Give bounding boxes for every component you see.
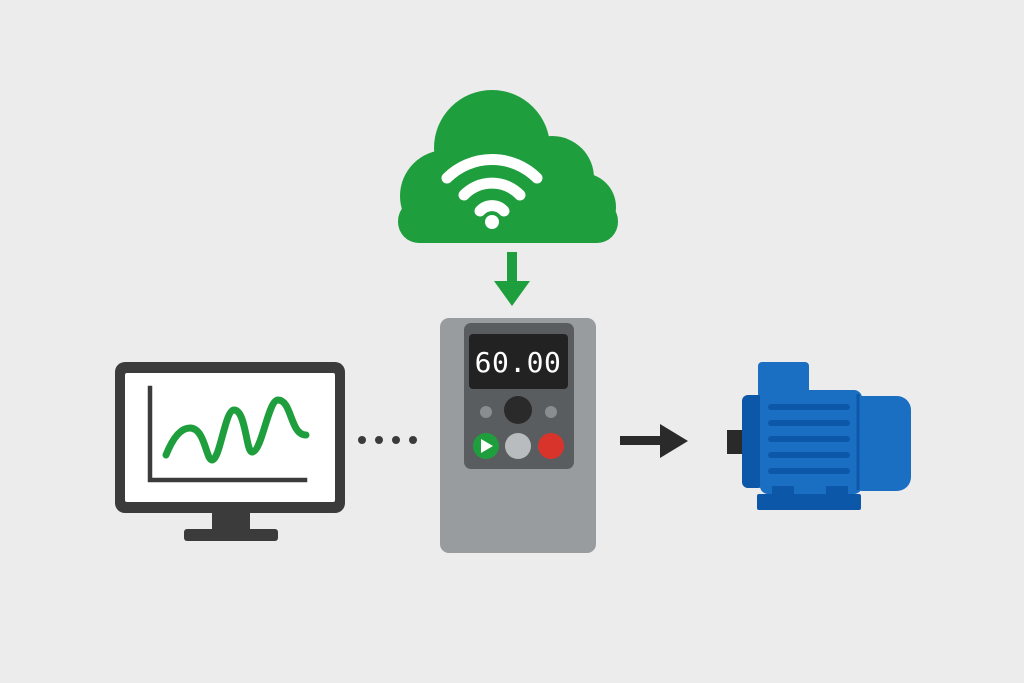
chart-axes xyxy=(147,385,308,483)
connection-dots xyxy=(358,436,417,444)
indicator-light-right xyxy=(545,406,557,418)
motor-cooling-fins xyxy=(768,404,850,474)
motor-front-cap xyxy=(742,395,764,488)
variable-frequency-drive-icon: 60.00 xyxy=(440,318,596,553)
monitor-chart-icon xyxy=(115,362,345,541)
wifi-icon xyxy=(441,154,543,217)
dial-knob[interactable] xyxy=(504,396,532,424)
stop-button[interactable] xyxy=(538,433,564,459)
play-icon xyxy=(481,439,493,453)
down-arrow-icon xyxy=(494,252,530,306)
motor-rear-cap xyxy=(848,396,911,491)
wifi-cloud-icon xyxy=(398,90,618,243)
electric-motor-icon xyxy=(727,362,911,510)
wifi-dot xyxy=(485,215,499,229)
chart-wave-line xyxy=(162,396,310,464)
indicator-light-left xyxy=(480,406,492,418)
neutral-button[interactable] xyxy=(505,433,531,459)
drive-display xyxy=(469,334,568,389)
drive-display-value: 60.00 xyxy=(475,346,562,379)
motor-terminal-box xyxy=(758,362,809,398)
output-arrow-icon xyxy=(620,424,688,458)
